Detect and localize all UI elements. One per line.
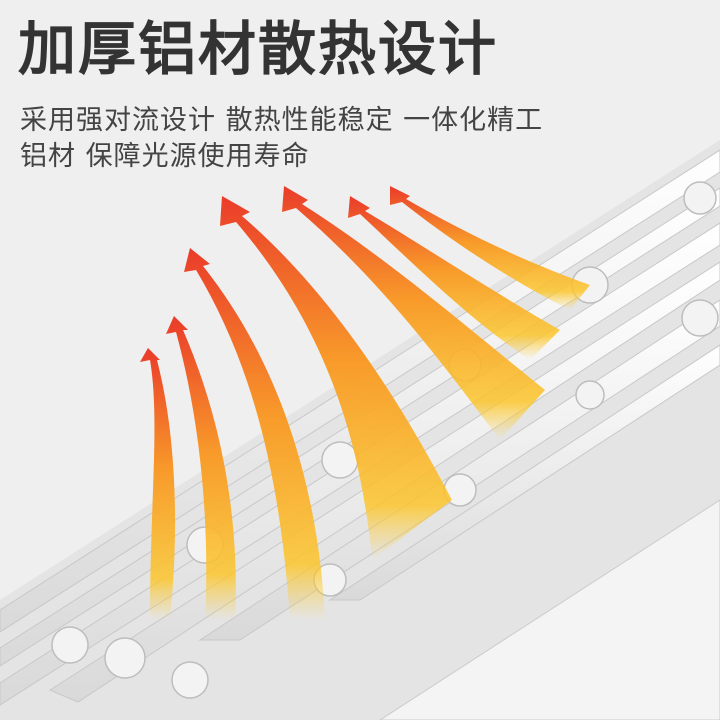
description-line-1: 采用强对流设计 散热性能稳定 一体化精工 (20, 105, 544, 136)
headline: 加厚铝材散热设计 (18, 15, 499, 83)
heat-arrow-icon (390, 186, 590, 310)
heat-flow-arrows (140, 186, 590, 620)
heat-arrow-icon (166, 316, 236, 620)
heat-arrow-icon (184, 248, 325, 620)
heat-arrow-icon (282, 186, 545, 440)
heat-arrow-icon (348, 196, 560, 360)
heat-arrow-icon (140, 348, 176, 620)
heat-arrow-icon (220, 196, 452, 560)
description-line-2: 铝材 保障光源使用寿命 (20, 141, 310, 172)
